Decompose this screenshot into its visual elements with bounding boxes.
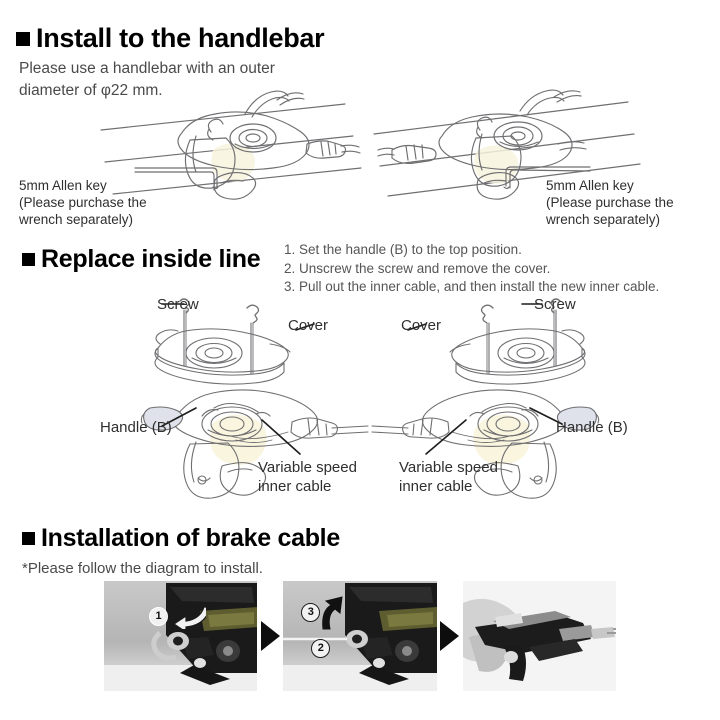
label-handle-b-left: Handle (B) bbox=[100, 419, 172, 436]
photo-separator-1 bbox=[257, 581, 284, 691]
square-bullet-icon bbox=[22, 253, 35, 266]
allen-key-note-right: 5mm Allen key (Please purchase the wrenc… bbox=[546, 178, 674, 227]
label-handle-b-right: Handle (B) bbox=[556, 419, 628, 436]
label-inner-cable-left: Variable speed inner cable bbox=[258, 459, 357, 495]
label-screw-left: Screw bbox=[157, 296, 199, 313]
section-heading-replace-inside-line: Replace inside line bbox=[22, 245, 261, 274]
triangle-right-icon bbox=[260, 621, 280, 651]
section-heading-install-handlebar: Install to the handlebar bbox=[16, 23, 325, 54]
diagram-exploded-shifter-left bbox=[140, 296, 370, 506]
photo-step-3 bbox=[462, 581, 617, 691]
photo-callout-3: 3 bbox=[301, 603, 321, 622]
step-item: 1. Set the handle (B) to the top positio… bbox=[284, 242, 522, 257]
heading-text: Installation of brake cable bbox=[41, 524, 340, 552]
handlebar-description: Please use a handlebar with an outer dia… bbox=[19, 60, 275, 99]
label-inner-cable-right: Variable speed inner cable bbox=[399, 459, 498, 495]
leader-lines-left bbox=[100, 296, 390, 496]
arrow-curved-left-icon bbox=[172, 606, 206, 629]
allen-key-note-left: 5mm Allen key (Please purchase the wrenc… bbox=[19, 178, 147, 227]
step-item: 2. Unscrew the screw and remove the cove… bbox=[284, 260, 551, 276]
square-bullet-icon bbox=[22, 532, 35, 545]
photo-separator-2 bbox=[436, 581, 463, 691]
photo-step-1: 1 bbox=[104, 581, 258, 691]
triangle-right-icon bbox=[440, 621, 460, 651]
diagram-exploded-shifter-right bbox=[370, 296, 600, 506]
replace-inside-line-steps: 1. Set the handle (B) to the top positio… bbox=[284, 241, 659, 297]
leader-lines-right bbox=[390, 296, 680, 496]
section-heading-install-brake-cable: Installation of brake cable bbox=[22, 524, 340, 553]
photo-callout-2: 2 bbox=[311, 639, 331, 658]
photo-step-2: 3 2 bbox=[283, 581, 437, 691]
step-item: 3. Pull out the inner cable, and then in… bbox=[284, 279, 660, 295]
brake-cable-photo-sequence: 1 bbox=[104, 581, 617, 691]
diagram-shifter-handlebar-left bbox=[95, 88, 365, 203]
heading-text: Install to the handlebar bbox=[36, 23, 325, 53]
brake-cable-note: *Please follow the diagram to install. bbox=[22, 560, 263, 577]
square-bullet-icon bbox=[16, 31, 30, 46]
arrow-up-icon bbox=[322, 596, 343, 630]
diagram-shifter-handlebar-right bbox=[368, 88, 648, 203]
label-cover-right: Cover bbox=[401, 317, 442, 334]
heading-text: Replace inside line bbox=[41, 245, 261, 273]
label-cover-left: Cover bbox=[288, 317, 329, 334]
photo-callout-1: 1 bbox=[149, 607, 168, 626]
label-screw-right: Screw bbox=[534, 296, 576, 313]
